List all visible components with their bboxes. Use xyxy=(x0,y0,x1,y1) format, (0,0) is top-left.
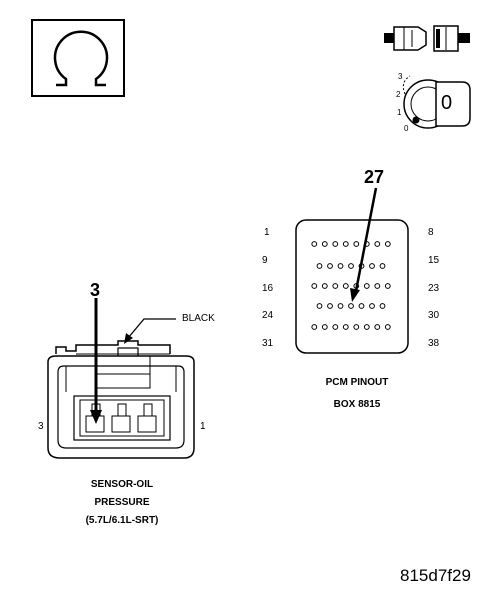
pcm-pin-cavity xyxy=(384,241,391,247)
ohmmeter-icon xyxy=(31,19,125,97)
pcm-row-start-pin: 9 xyxy=(262,255,268,266)
wire-color-leader-line xyxy=(124,318,176,344)
pcm-pin-cavity xyxy=(348,263,354,269)
pcm-connector xyxy=(295,219,409,354)
sensor-caption-line2: PRESSURE xyxy=(94,497,150,508)
pcm-row-start-pin: 16 xyxy=(262,283,274,294)
pcm-pin-cavity xyxy=(374,283,381,289)
pcm-caption-line2: BOX 8815 xyxy=(333,399,381,410)
pcm-pin-cavity xyxy=(358,303,365,309)
ignition-position-label: 2 xyxy=(396,90,401,99)
pcm-pin-cavity xyxy=(332,283,339,289)
pcm-pin-cavity xyxy=(321,241,328,247)
pcm-pin-cavity xyxy=(327,263,333,269)
oil-pressure-sensor-connector xyxy=(47,340,195,459)
ignition-position-label: 0 xyxy=(404,124,409,133)
sensor-pin-3-callout-arrow xyxy=(90,298,102,424)
pcm-pin-cavity xyxy=(384,283,391,289)
pcm-callout-label: 27 xyxy=(364,167,385,187)
pcm-row-end-pin: 15 xyxy=(428,255,440,266)
pcm-pin-cavity xyxy=(384,324,391,330)
ignition-position-label: 3 xyxy=(398,72,403,81)
pcm-pin-cavity xyxy=(342,283,349,289)
pcm-row-start-pin: 31 xyxy=(262,338,274,349)
sensor-caption-line3: (5.7L/6.1L-SRT) xyxy=(85,515,159,526)
pcm-pin-cavity xyxy=(311,241,318,247)
pcm-pin-cavity xyxy=(353,324,360,330)
pcm-pin-cavity xyxy=(379,303,386,309)
pcm-pin-cavity xyxy=(327,303,333,309)
pcm-pin-cavity xyxy=(311,324,318,330)
pcm-row-start-pin: 24 xyxy=(262,310,274,321)
pcm-pin-cavity xyxy=(311,283,318,289)
pcm-pin-cavity xyxy=(369,263,375,269)
pcm-pin-cavity xyxy=(379,263,386,269)
pcm-pin-cavity xyxy=(342,324,349,330)
pcm-pin-27-callout-arrow xyxy=(350,187,378,302)
pcm-pin-cavity xyxy=(337,303,344,309)
pcm-pin-cavity xyxy=(353,241,360,247)
pcm-pin-cavity xyxy=(316,303,323,309)
pcm-pin-cavity xyxy=(369,303,375,309)
pcm-row-start-pin: 1 xyxy=(264,227,270,238)
pcm-pin-cavity xyxy=(332,241,339,247)
sensor-pin-label-right: 1 xyxy=(200,421,206,432)
ignition-position-label: 1 xyxy=(397,108,402,117)
pcm-row-end-pin: 23 xyxy=(428,283,440,294)
pcm-row-end-pin: 38 xyxy=(428,338,440,349)
figure-id-label: 815d7f29 xyxy=(400,566,471,585)
wire-color-label: BLACK xyxy=(182,313,215,324)
pcm-pin-cavity xyxy=(342,241,349,247)
pcm-pin-cavity xyxy=(348,303,354,309)
ignition-key-position-label: 0 xyxy=(441,92,453,114)
pcm-pin-cavity xyxy=(374,241,381,247)
sensor-callout-label: 3 xyxy=(90,280,101,300)
pcm-pin-cavity xyxy=(363,324,370,330)
pcm-caption-line1: PCM PINOUT xyxy=(325,377,389,388)
pcm-pin-cavity xyxy=(374,324,381,330)
ignition-key-icon xyxy=(402,75,471,129)
pcm-row-end-pin: 8 xyxy=(428,227,434,238)
sensor-pin-label-left: 3 xyxy=(38,421,44,432)
pcm-pin-cavity xyxy=(321,283,328,289)
pcm-pin-cavity xyxy=(332,324,339,330)
pcm-pin-cavity xyxy=(321,324,328,330)
disconnected-connector-icon xyxy=(384,25,470,52)
pcm-pin-cavity xyxy=(337,263,344,269)
pcm-pin-cavity xyxy=(363,283,370,289)
pcm-pin-cavity xyxy=(316,263,323,269)
pcm-row-end-pin: 30 xyxy=(428,310,440,321)
sensor-caption-line1: SENSOR-OIL xyxy=(90,479,154,490)
